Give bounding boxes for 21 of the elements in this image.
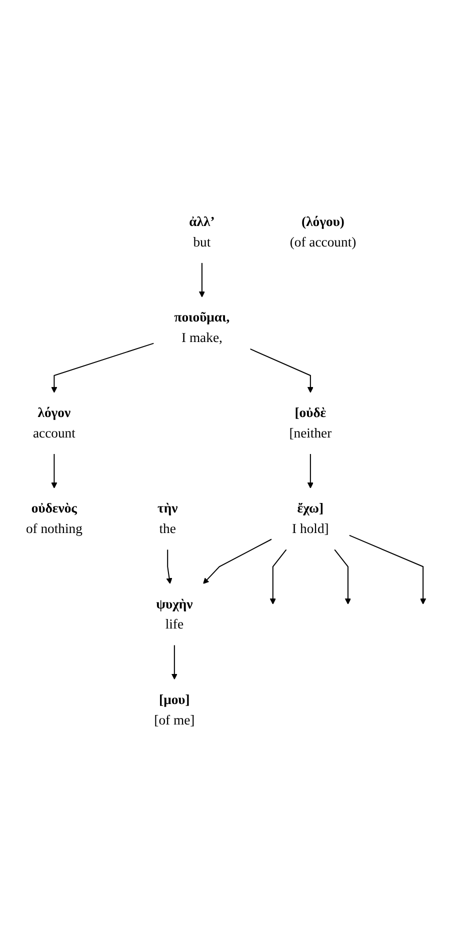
arrow <box>307 454 314 488</box>
arrow <box>198 262 205 298</box>
arrow <box>270 549 287 604</box>
node-text: ἀλλ’ but <box>189 214 215 250</box>
arrow <box>203 538 272 584</box>
node-text: ποιοῦμαι, I make, <box>174 310 230 346</box>
arrow <box>51 342 154 393</box>
node-text: (λόγου) (of account) <box>290 214 356 250</box>
arrow <box>51 454 58 488</box>
node-text: οὐδενὸς of nothing <box>26 501 82 537</box>
arrow <box>349 534 426 604</box>
arrow <box>166 549 172 584</box>
node-text: τὴν the <box>158 501 178 537</box>
node-text: λόγον account <box>32 405 76 441</box>
node-text: [οὐδὲ [neither <box>289 405 332 441</box>
arrow <box>250 348 314 393</box>
node-text: [μου] [of me] <box>154 692 195 728</box>
arrow <box>334 549 351 604</box>
arrow <box>171 645 178 680</box>
node-text: ἔχω] I hold] <box>292 501 329 537</box>
node-text: ψυχὴν life <box>156 596 193 632</box>
